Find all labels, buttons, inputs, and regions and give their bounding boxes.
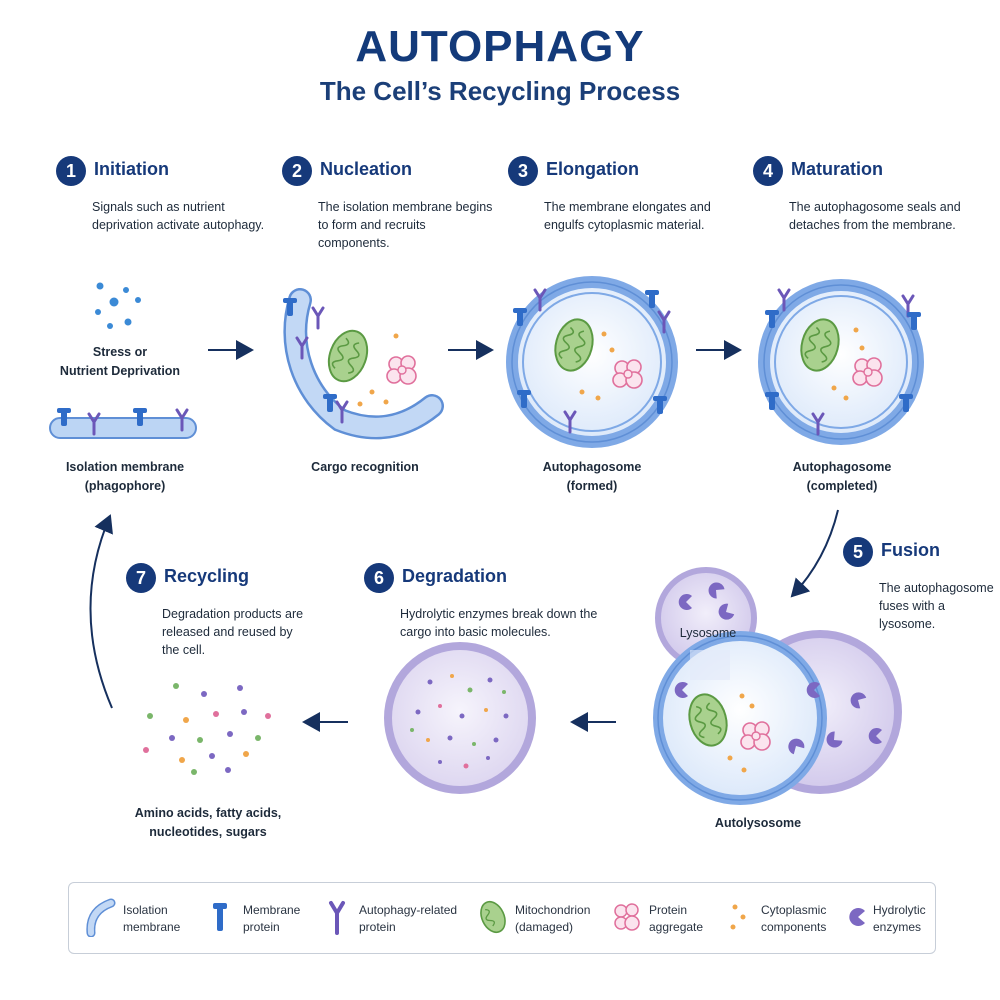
stress-label-line: Stress or [92,345,148,359]
stress-label-line: Nutrient Deprivation [59,364,181,378]
recycled-products-label: Amino acids, fatty acids, nucleotides, s… [118,804,298,842]
step-description: The autophagosome fuses with a lysosome. [879,581,994,631]
autophagosome-formed [506,276,678,448]
step-number-badge: 7 [126,563,156,593]
step-number-badge: 3 [508,156,538,186]
step-title: Fusion [881,540,940,560]
flow-arrow [790,509,839,598]
isolation-membrane-strip [49,408,197,439]
step-description: The autophagosome seals and detaches fro… [789,200,961,232]
legend-label-line: (damaged) [515,920,574,934]
step-title: Degradation [402,566,508,586]
step-title: Recycling [164,566,250,586]
step-number-badge: 5 [843,537,873,567]
legend-label-line: protein [243,920,280,934]
legend-label-line: enzymes [873,920,922,934]
autophagosome-completed [758,279,924,445]
step-title: Initiation [94,159,169,179]
page-title: AUTOPHAGY [355,22,645,71]
legend-label: Mitochondrion (damaged) [515,902,615,936]
cytoplasmic-components-icon [730,904,746,930]
protein-aggregate-icon [614,903,640,931]
label-line: (formed) [566,479,618,493]
page-subtitle: The Cell’s Recycling Process [319,76,681,106]
isolation-membrane-icon [86,898,116,937]
legend-label-line: membrane [123,920,181,934]
recycled-molecules [143,683,271,775]
legend-item: Membrane protein [203,895,313,941]
label-line: nucleotides, sugars [149,825,267,839]
flow-arrow [89,514,113,709]
legend: Isolation membrane Membrane protein Auto… [68,882,936,954]
step-number-badge: 2 [282,156,312,186]
label-line: Autophagosome [792,460,892,474]
stress-label: Stress or Nutrient Deprivation [40,343,200,381]
legend-label-line: Membrane [243,903,301,917]
legend-item: Hydrolytic enzymes [841,895,931,941]
label-line: Amino acids, fatty acids, [134,806,282,820]
legend-label-line: Protein [649,903,688,917]
label-line: (completed) [806,479,878,493]
autolysosome [653,567,902,805]
step-description: Hydrolytic enzymes break down the cargo … [400,607,598,639]
step-number-badge: 6 [364,563,394,593]
step-title: Elongation [546,159,639,179]
label-line: (phagophore) [84,479,166,493]
lysosome-label: Lysosome [679,626,737,640]
step-description: Degradation products are released and re… [162,607,304,657]
label-line: Autophagosome [542,460,642,474]
label-line: Isolation membrane [65,460,185,474]
step-number-badge: 4 [753,156,783,186]
isolation-membrane-label: Isolation membrane (phagophore) [40,458,210,496]
autophagosome-completed-label: Autophagosome (completed) [762,458,922,496]
membrane-protein-icon [213,903,227,931]
step-title: Maturation [791,159,883,179]
legend-item: Isolation membrane [83,895,199,941]
step-number-badge: 1 [56,156,86,186]
step-description: Signals such as nutrient deprivation act… [92,200,265,232]
autophagosome-formed-label: Autophagosome (formed) [512,458,672,496]
legend-item: Protein aggregate [609,895,709,941]
legend-label: Isolation membrane [123,902,223,936]
step-description: The isolation membrane begins to form an… [318,200,493,250]
legend-label: Membrane protein [243,902,343,936]
legend-label-line: Isolation [123,903,168,917]
legend-label-line: Cytoplasmic [761,903,827,917]
autophagy-diagram [49,276,924,805]
legend-label-line: Hydrolytic [873,903,926,917]
nucleation-membrane [283,288,444,440]
legend-label-line: aggregate [649,920,704,934]
mitochondrion-icon [480,900,506,934]
stress-signal-dots [95,282,141,329]
legend-label: Hydrolytic enzymes [873,902,933,936]
legend-item: Autophagy-related protein [319,895,459,941]
legend-label-line: Autophagy-related [359,903,458,917]
cargo-label: Cargo recognition [311,460,419,474]
degradation-vesicle [384,642,536,794]
step-title: Nucleation [320,159,413,179]
step-description: The membrane elongates and engulfs cytop… [544,200,711,232]
hydrolytic-enzymes-icon [849,908,865,926]
legend-label-line: protein [359,920,396,934]
autolysosome-label: Autolysosome [714,816,802,830]
legend-label: Cytoplasmic components [761,902,861,936]
legend-item: Cytoplasmic components [721,895,839,941]
legend-label-line: components [761,920,827,934]
legend-item: Mitochondrion (damaged) [475,895,595,941]
legend-label: Protein aggregate [649,902,749,936]
legend-label-line: Mitochondrion [515,903,591,917]
legend-label: Autophagy-related protein [359,902,469,936]
autophagy-protein-icon [329,901,345,935]
